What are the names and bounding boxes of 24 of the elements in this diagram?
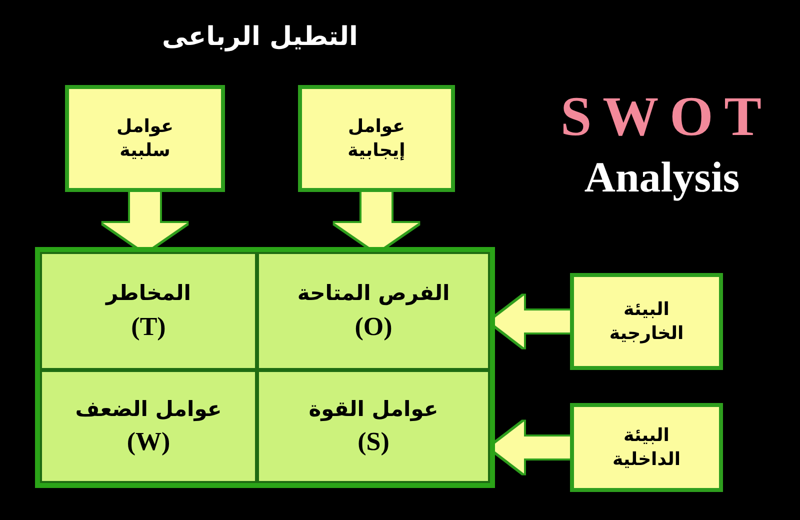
factor-box bbox=[65, 85, 225, 192]
factor-box bbox=[570, 273, 723, 370]
factor-label: عوامل إيجابية bbox=[348, 115, 406, 162]
matrix-frame bbox=[35, 247, 495, 488]
quadrant-letter: (T) bbox=[131, 312, 166, 342]
quadrant-title: عوامل الضعف bbox=[75, 396, 222, 424]
quadrant-cell bbox=[257, 370, 490, 483]
factor-label: البيئة الخارجية bbox=[609, 298, 684, 345]
factor-label: البيئة الداخلية bbox=[612, 424, 681, 471]
factor-label: عوامل سلبية bbox=[116, 115, 174, 162]
quadrant-title: المخاطر bbox=[106, 280, 192, 308]
quadrant-cell bbox=[40, 370, 257, 483]
quadrant-letter: (O) bbox=[354, 312, 392, 342]
heading-text: Analysis bbox=[584, 156, 740, 200]
quadrant-cell bbox=[40, 252, 257, 370]
quadrant-cell bbox=[257, 252, 490, 370]
quadrant-title: عوامل القوة bbox=[308, 396, 438, 424]
title: التطيل الرباعى bbox=[162, 21, 358, 54]
quadrant-letter: (W) bbox=[126, 427, 170, 458]
quadrant-title: الفرص المتاحة bbox=[297, 280, 450, 308]
quadrant-letter: (S) bbox=[358, 427, 390, 458]
factor-box bbox=[298, 85, 455, 192]
heading-text: SWOT bbox=[560, 89, 773, 145]
factor-box bbox=[570, 403, 723, 492]
